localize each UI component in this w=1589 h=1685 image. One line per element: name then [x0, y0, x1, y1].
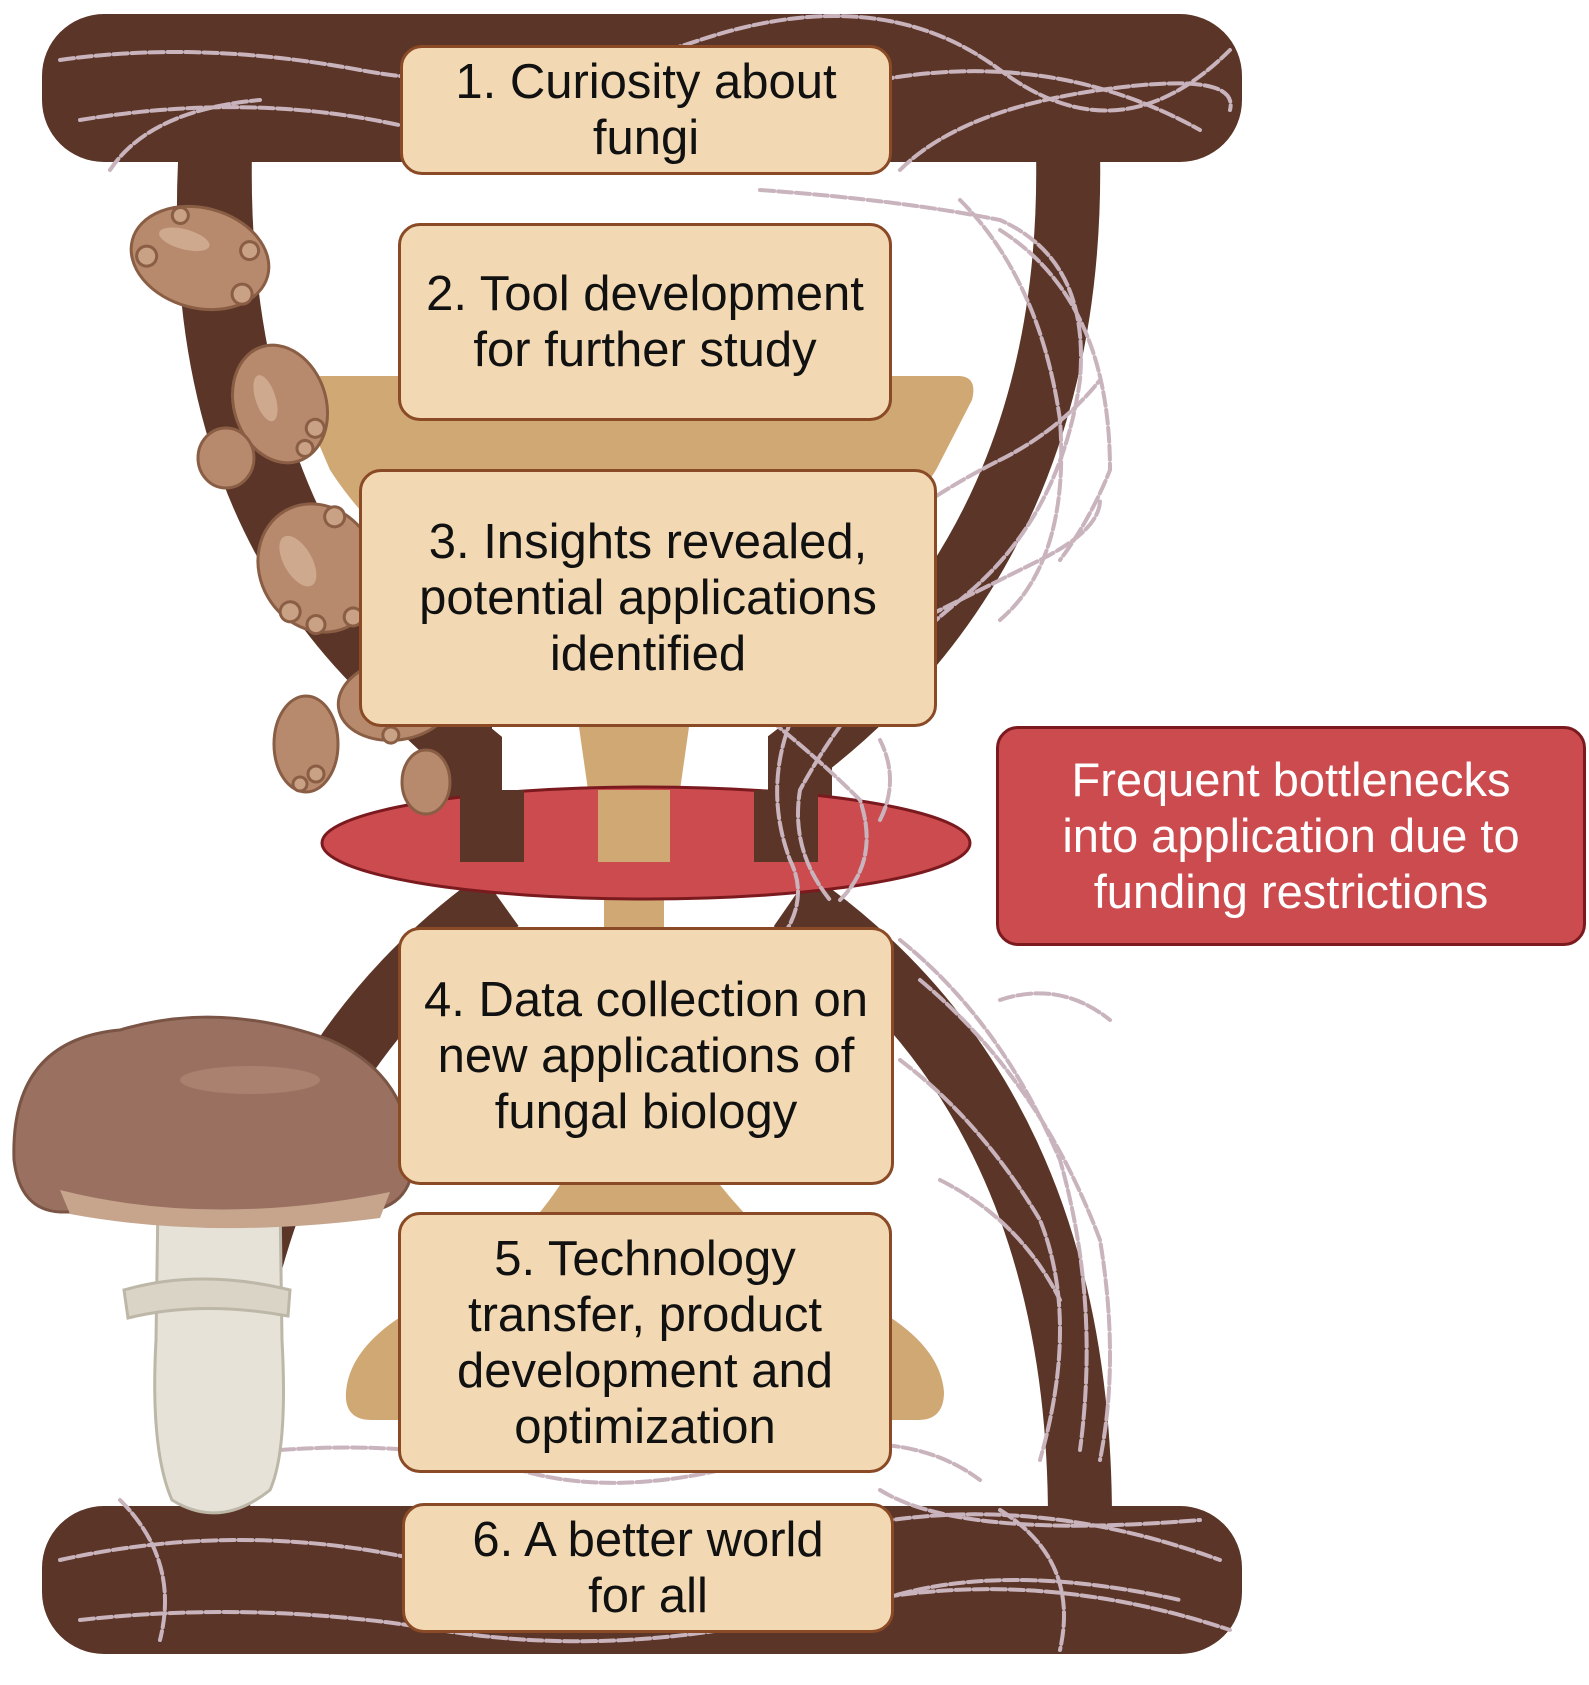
mushroom-icon [12, 1015, 413, 1515]
bottleneck-note-label: Frequent bottlenecks into application du… [1062, 753, 1520, 918]
spore-small [196, 426, 256, 490]
step-2-label: 2. Tool development for further study [426, 267, 864, 377]
step-4-box: 4. Data collection on new applications o… [398, 927, 894, 1185]
step-6-label: 6. A better world for all [472, 1513, 824, 1623]
step-5-box: 5. Technology transfer, product developm… [398, 1212, 892, 1473]
bottleneck-note-box: Frequent bottlenecks into application du… [996, 726, 1586, 946]
step-3-box: 3. Insights revealed, potential applicat… [359, 469, 937, 727]
frame-left-neck [460, 790, 524, 862]
step-1-label: 1. Curiosity about fungi [455, 55, 837, 165]
step-5-label: 5. Technology transfer, product developm… [457, 1231, 833, 1454]
step-6-box: 6. A better world for all [402, 1503, 894, 1633]
step-4-label: 4. Data collection on new applications o… [424, 973, 868, 1139]
step-2-box: 2. Tool development for further study [398, 223, 892, 421]
neck-sand [598, 790, 670, 862]
spore-small [400, 748, 452, 816]
step-3-label: 3. Insights revealed, potential applicat… [419, 515, 877, 681]
step-1-box: 1. Curiosity about fungi [400, 45, 892, 175]
